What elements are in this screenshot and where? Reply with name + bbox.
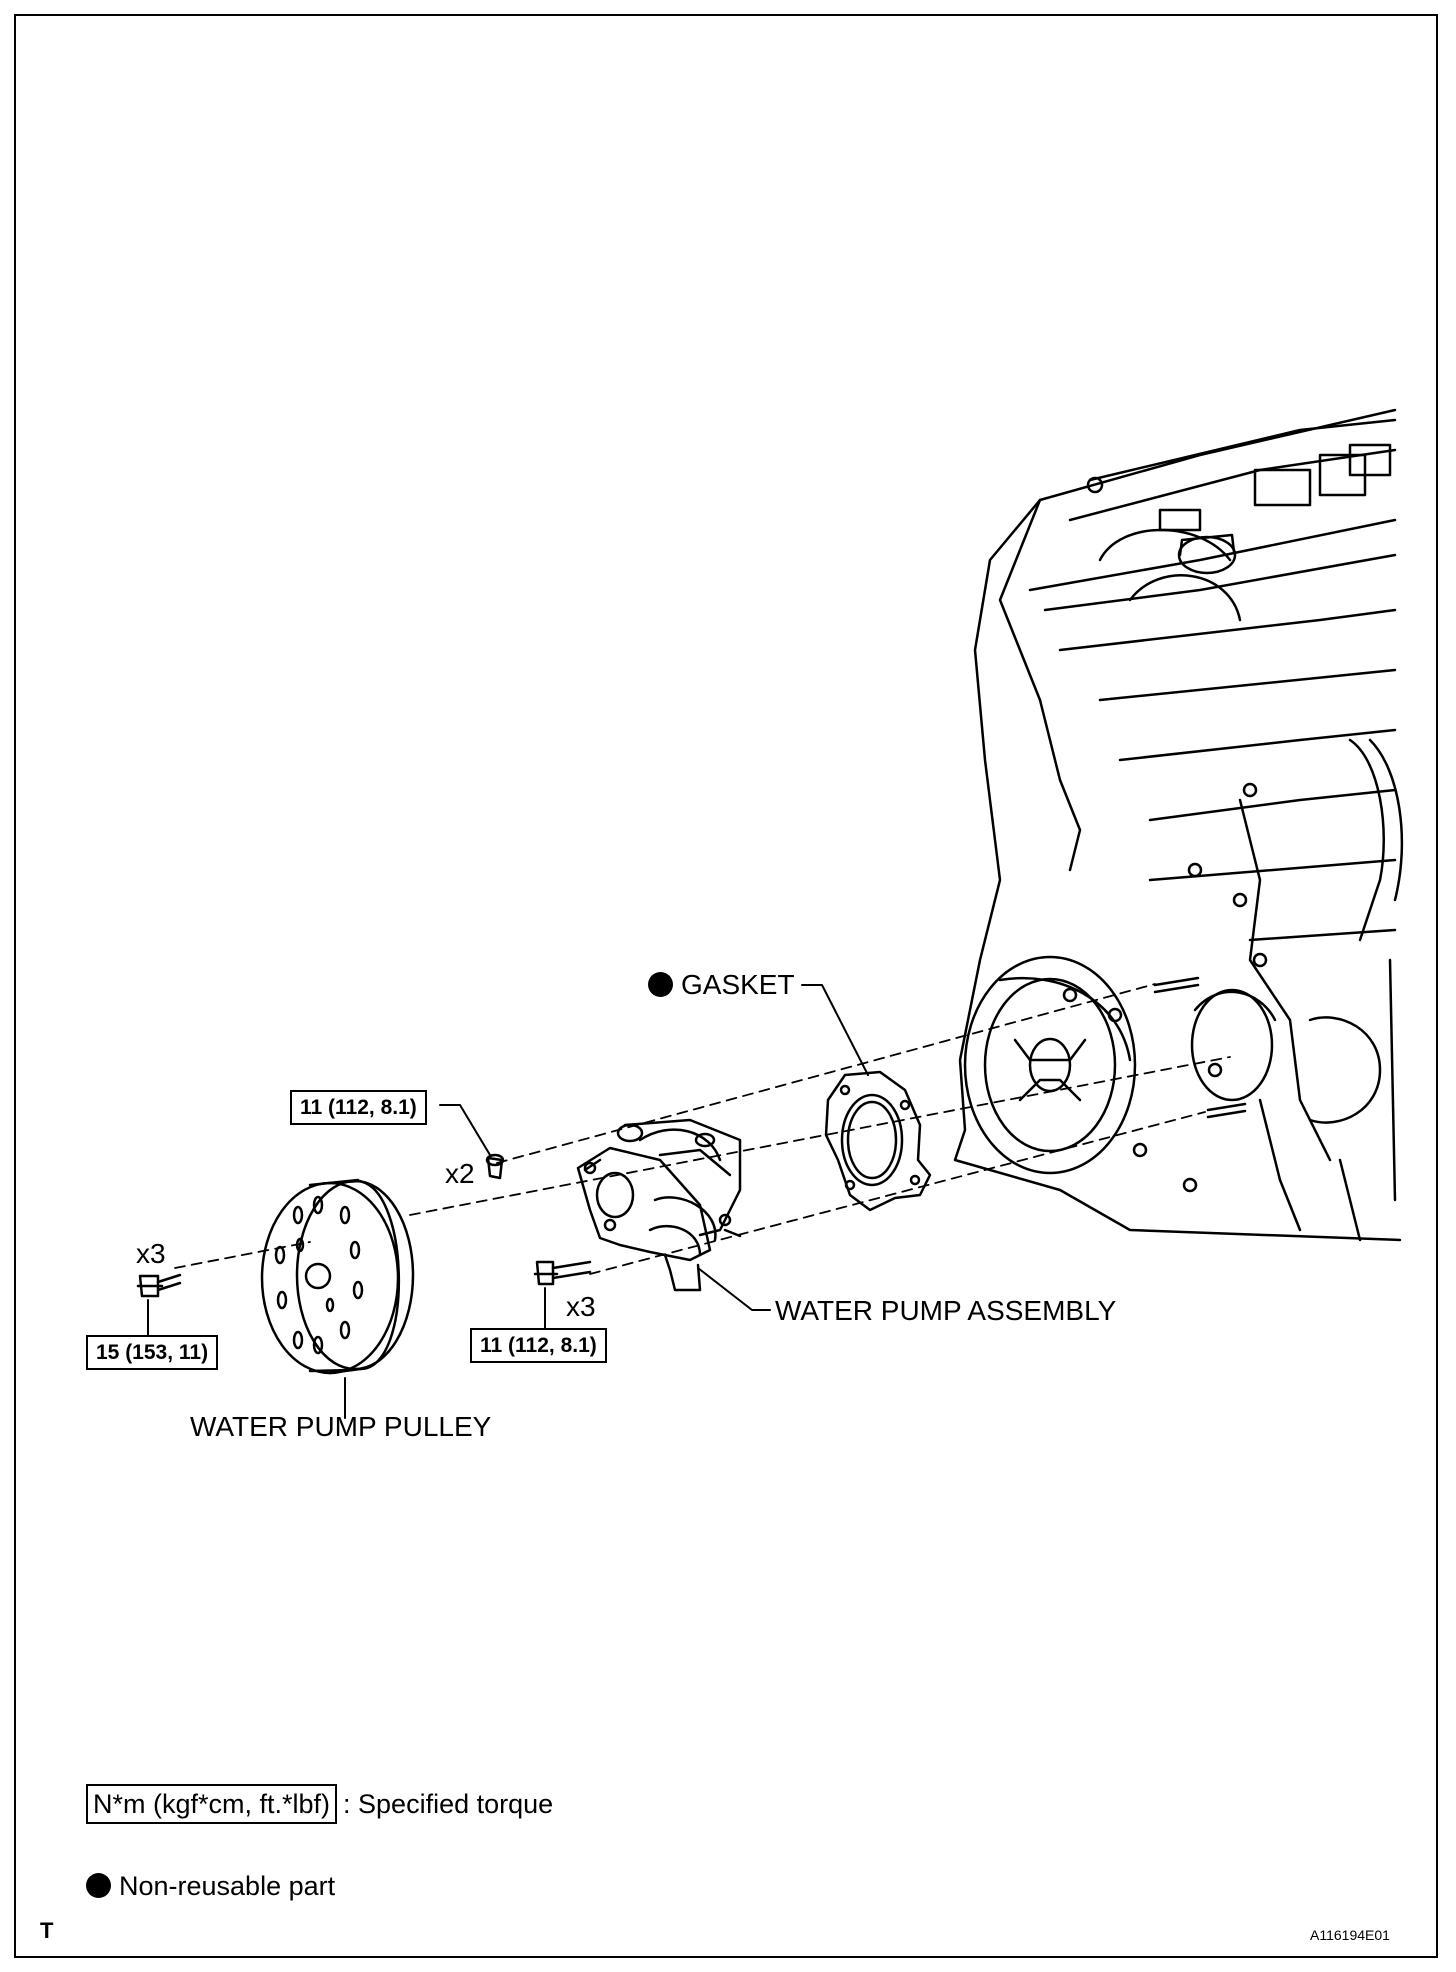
assembly-guide-lines [174,983,1231,1275]
non-reusable-legend: Non-reusable part [86,1873,335,1900]
gasket-label: GASKET [648,971,795,999]
non-reusable-legend-text: Non-reusable part [119,1871,336,1901]
pulley-bolt-torque-spec: 15 (153, 11) [86,1335,219,1370]
water-pump-pulley [260,1178,415,1375]
torque-legend-text: : Specified torque [343,1789,554,1819]
pump-bolt-torque-spec: 11 (112, 8.1) [470,1328,607,1363]
fasteners [136,1153,592,1298]
pump-bolt-quantity: x3 [566,1291,596,1322]
torque-unit-box: N*m (kgf*cm, ft.*lbf) [86,1784,338,1824]
water-pump-pulley-label: WATER PUMP PULLEY [190,1411,492,1442]
figure-id: A116194E01 [1310,1927,1390,1943]
diagram-frame [14,14,1438,1958]
pulley-bolt-quantity: x3 [136,1238,166,1269]
leader-lines [147,984,869,1419]
water-pump-assembly [576,1118,742,1292]
nut-quantity: x2 [445,1158,475,1189]
non-reusable-dot-icon [86,1873,111,1898]
engine-block [953,408,1404,1242]
water-pump-assembly-label: WATER PUMP ASSEMBLY [775,1295,1117,1326]
nut-torque-spec: 11 (112, 8.1) [290,1090,427,1125]
corner-mark: T [40,1918,54,1943]
torque-legend: N*m (kgf*cm, ft.*lbf): Specified torque [86,1784,554,1824]
non-reusable-dot-icon [648,972,673,997]
gasket [824,1070,932,1212]
